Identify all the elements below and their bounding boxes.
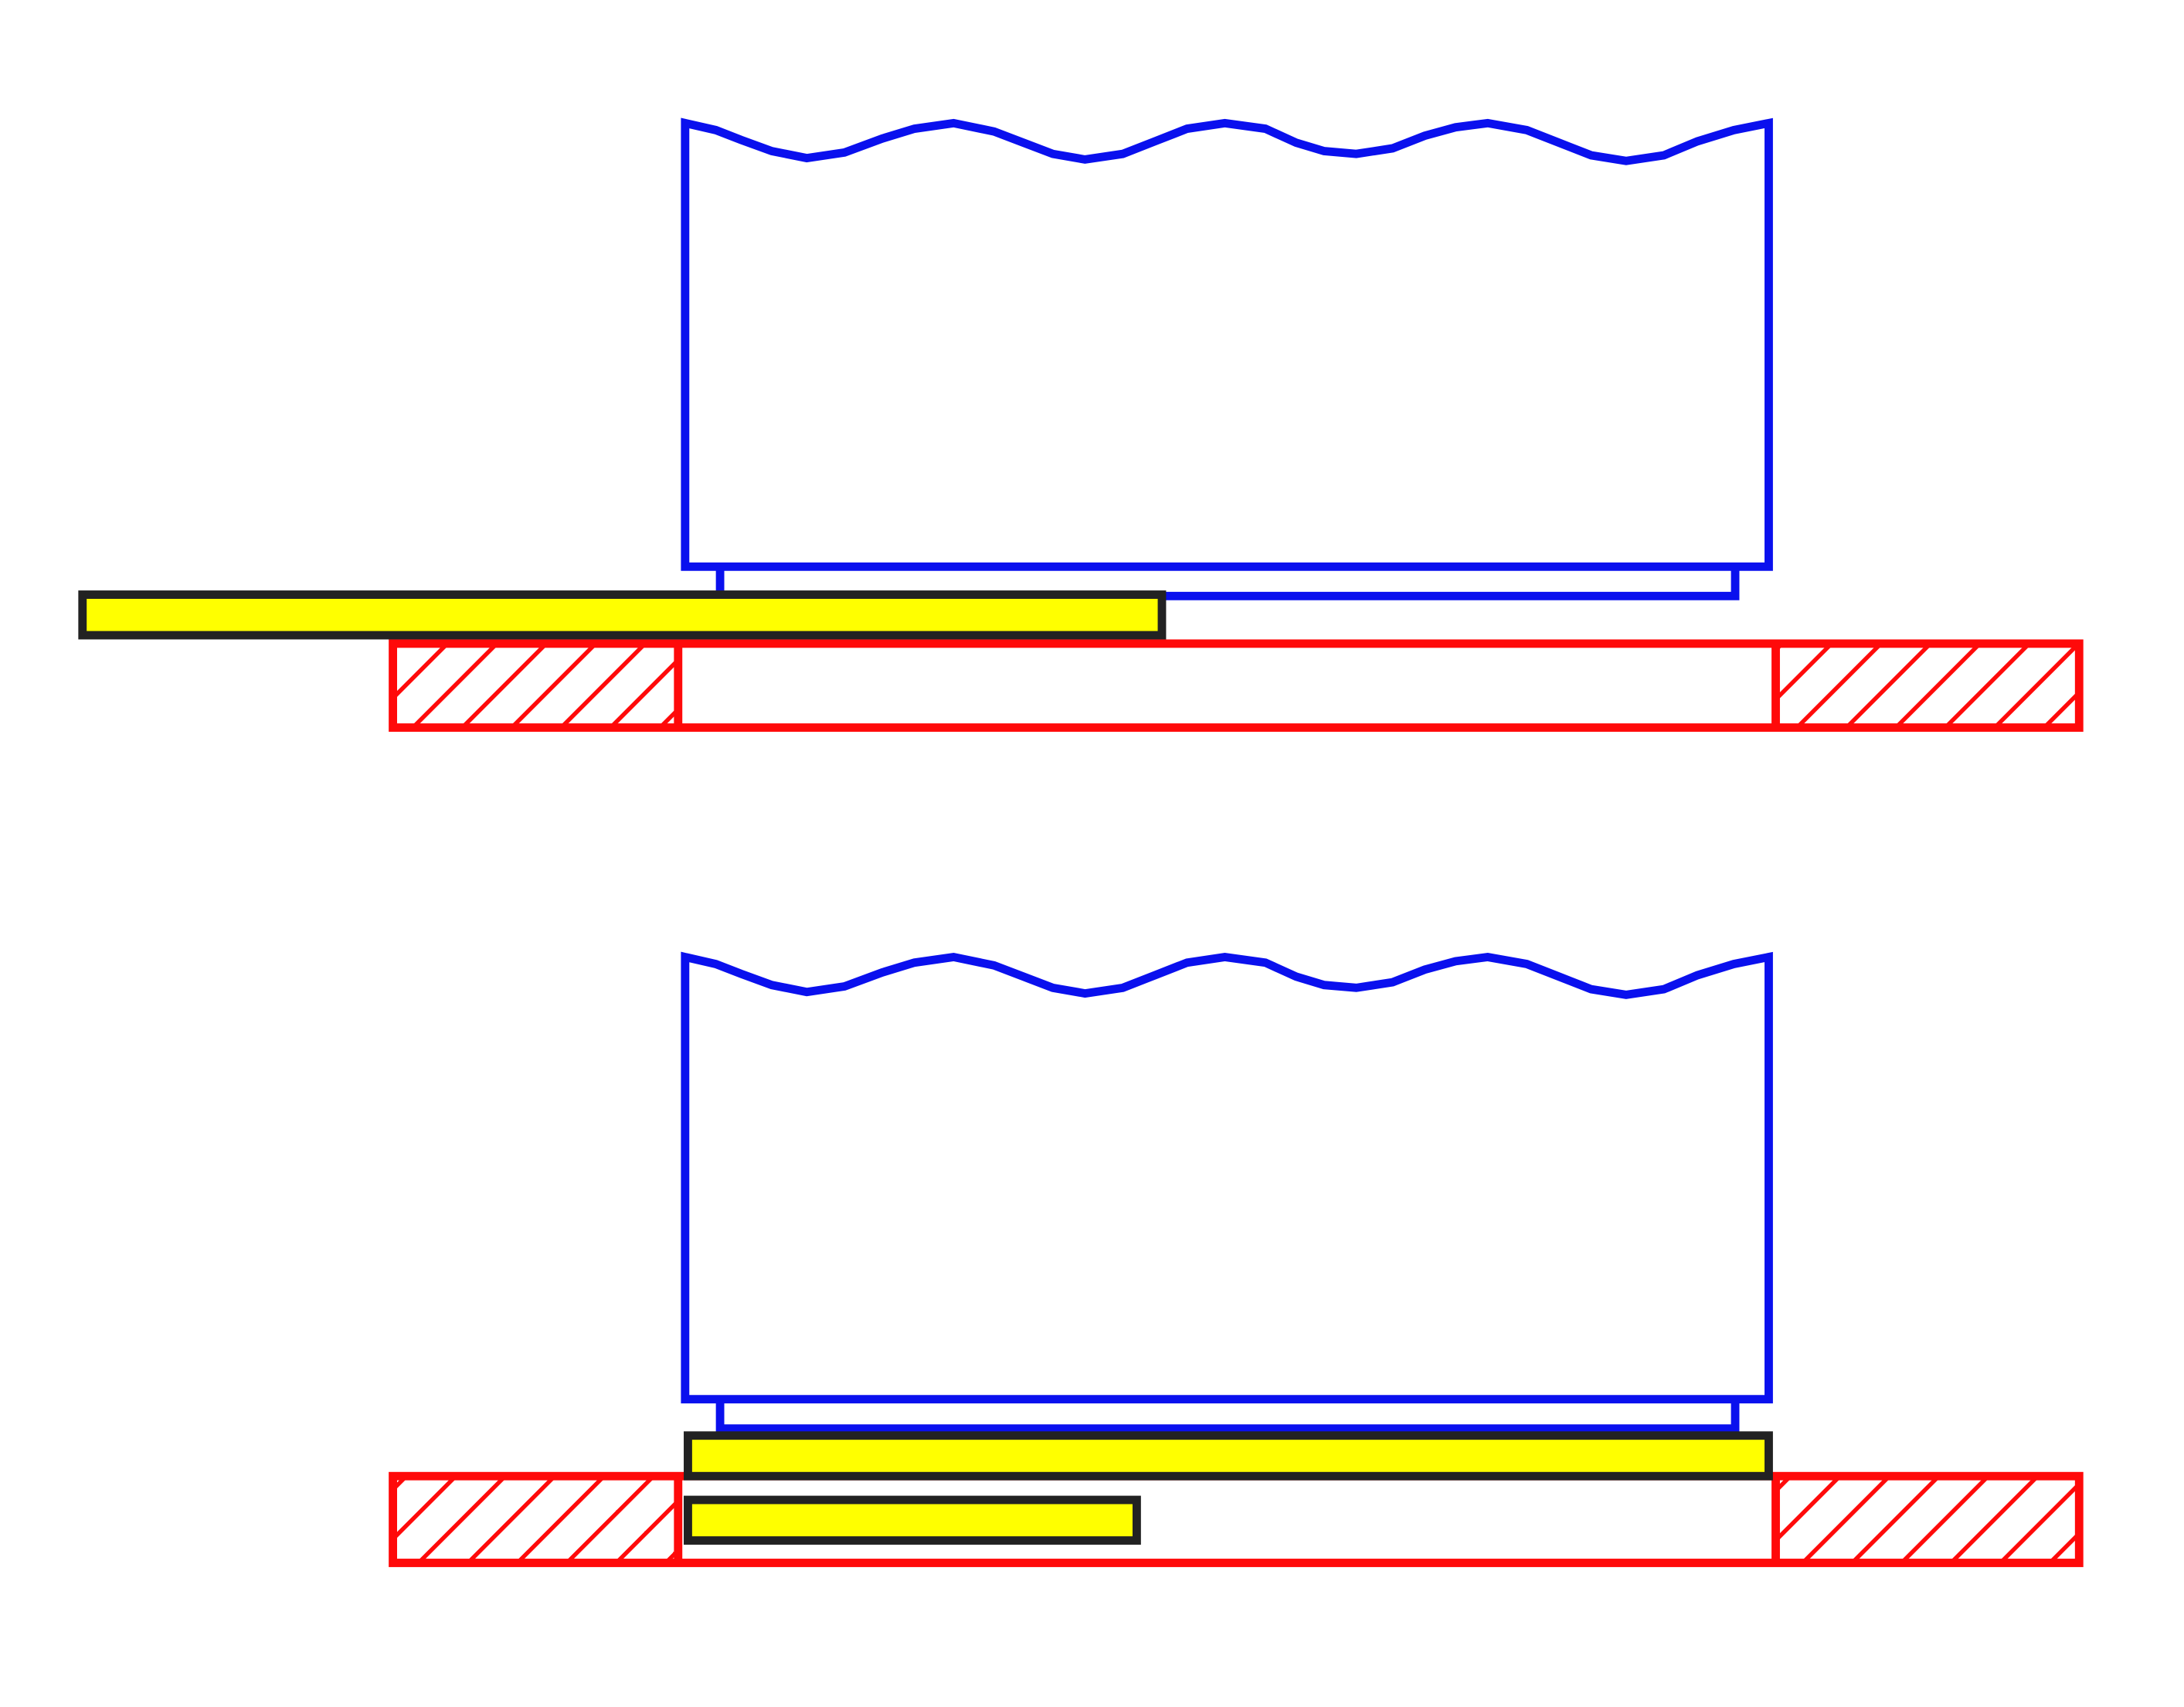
body-block xyxy=(681,951,1773,1404)
body-foot xyxy=(715,566,1740,600)
body-foot xyxy=(715,1399,1740,1433)
plate-extended xyxy=(78,590,1167,640)
frame-hatch-left xyxy=(392,1476,678,1563)
frame-hatch-right xyxy=(1775,1476,2080,1563)
frame-hatch-left xyxy=(392,643,678,728)
body-block xyxy=(681,117,1773,571)
frame-outline xyxy=(389,639,2084,732)
bottom-panel xyxy=(389,951,2084,1567)
frame-hatch-right xyxy=(1775,643,2080,728)
plate-upper xyxy=(684,1431,1773,1481)
top-panel xyxy=(78,117,2084,732)
plate-lower xyxy=(684,1495,1141,1545)
